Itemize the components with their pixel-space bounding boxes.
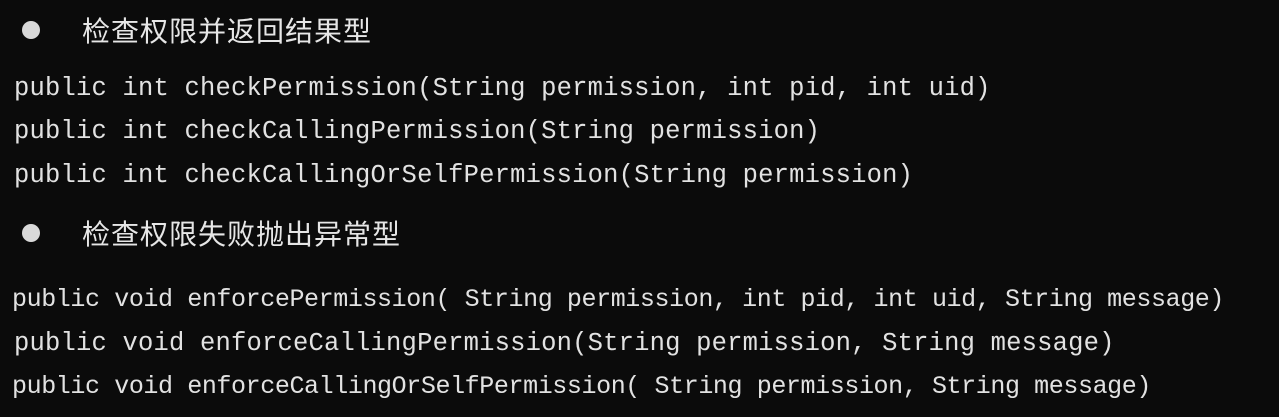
code-line-check-calling-or-self-permission: public int checkCallingOrSelfPermission(…: [14, 161, 914, 190]
code-line-enforce-calling-or-self-permission: public void enforceCallingOrSelfPermissi…: [12, 372, 1151, 401]
section-title: 检查权限并返回结果型: [82, 15, 373, 48]
section-heading-check-return: 检查权限并返回结果型: [22, 10, 372, 50]
code-line-enforce-calling-permission: public void enforceCallingPermission(Str…: [14, 329, 1115, 358]
code-line-enforce-permission: public void enforcePermission( String pe…: [12, 285, 1225, 314]
code-line-check-calling-permission: public int checkCallingPermission(String…: [14, 117, 821, 146]
section-title: 检查权限失败抛出异常型: [82, 218, 402, 251]
bullet-icon: [22, 224, 40, 242]
section-heading-enforce-throw: 检查权限失败抛出异常型: [22, 213, 401, 253]
bullet-icon: [22, 21, 40, 39]
code-line-check-permission: public int checkPermission(String permis…: [14, 74, 991, 103]
